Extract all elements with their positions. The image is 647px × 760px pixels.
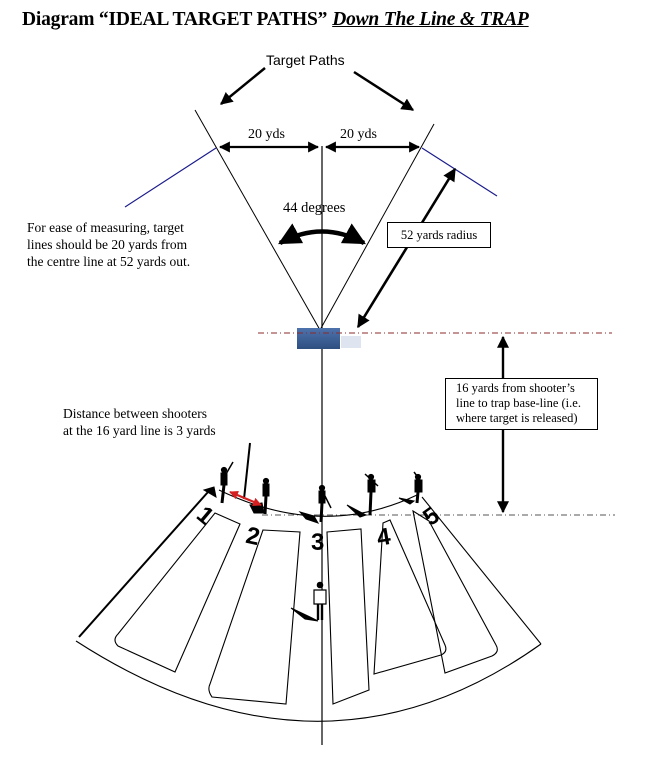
field-top-arc (218, 489, 418, 517)
shooter-4 (346, 473, 379, 518)
target-paths-arrow-left (220, 67, 266, 105)
measuring-note: For ease of measuring, target lines shou… (27, 219, 190, 270)
page-title: Diagram “IDEAL TARGET PATHS”Down The Lin… (22, 9, 529, 31)
measuring-note-line: lines should be 20 yards from (27, 237, 188, 252)
target-line-right (421, 147, 498, 197)
angle-arc-arrow (278, 223, 366, 245)
measuring-note-line: For ease of measuring, target (27, 220, 184, 235)
baseline-box: 16 yards from shooter’s line to trap bas… (445, 378, 598, 430)
baseline-box-line: 16 yards from shooter’s (456, 381, 575, 395)
shooter-1 (202, 461, 234, 504)
shooter-distance-note-line: at the 16 yard line is 3 yards (63, 423, 216, 438)
right-distance-label: 20 yds (340, 127, 377, 142)
trap-house (297, 328, 340, 349)
trap-house-shadow (341, 336, 361, 348)
shooter-5 (398, 471, 423, 505)
shooter-distance-note: Distance between shooters at the 16 yard… (63, 405, 216, 439)
field-right-edge (421, 496, 542, 645)
baseline-box-line: where target is released) (456, 411, 578, 425)
shooter-gap-arrow (229, 490, 262, 507)
baseline-box-line: line to trap base-line (i.e. (456, 396, 581, 410)
measuring-note-line: the centre line at 52 yards out. (27, 254, 191, 269)
shooter-3 (298, 484, 332, 524)
walkway-5 (412, 509, 498, 674)
field-left-edge (78, 491, 209, 638)
shooter-2 (249, 477, 270, 515)
walkway-3 (326, 528, 370, 705)
field-outer-arc (75, 640, 542, 722)
radius-arrow (356, 167, 457, 329)
title-subtitle: Down The Line & TRAP (332, 9, 529, 30)
walking-shooter (290, 581, 327, 622)
shooter-distance-note-line: Distance between shooters (63, 406, 207, 421)
radius-box: 52 yards radius (387, 222, 491, 248)
shooter-note-pointer (243, 442, 251, 500)
target-line-left (124, 147, 217, 208)
target-paths-label: Target Paths (266, 52, 345, 68)
title-main: Diagram “IDEAL TARGET PATHS” (22, 9, 328, 30)
flight-line-left (194, 109, 321, 331)
walkway-2 (208, 529, 301, 705)
angle-label: 44 degrees (283, 200, 346, 216)
left-distance-label: 20 yds (248, 127, 285, 142)
shooting-field (75, 489, 542, 722)
walkway-1 (114, 512, 241, 673)
radius-label: 52 yards radius (400, 228, 478, 242)
station-3-label: 3 (311, 529, 325, 556)
target-paths-arrow-right (353, 70, 415, 112)
